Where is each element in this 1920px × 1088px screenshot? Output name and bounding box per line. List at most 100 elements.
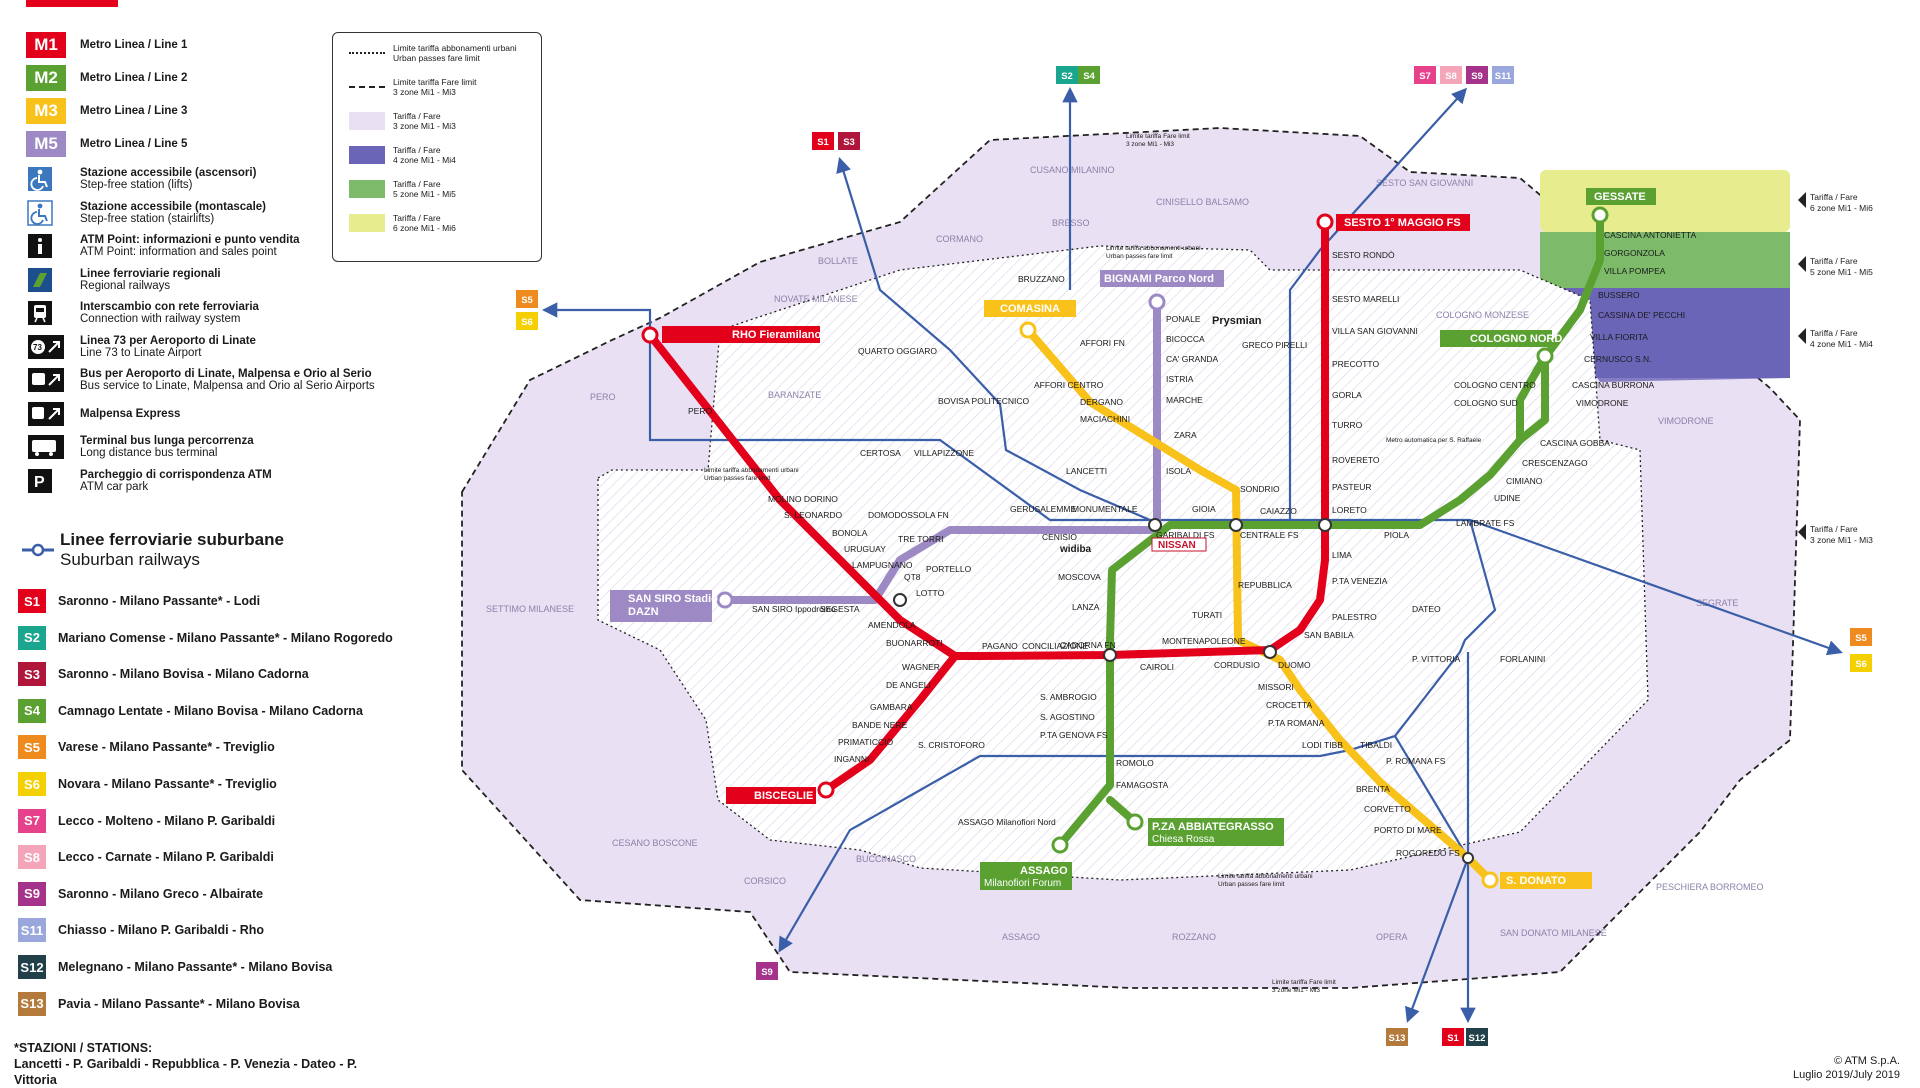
- rail-badge[interactable]: S8: [1440, 66, 1462, 84]
- station-label-m2[interactable]: GORGONZOLA: [1604, 248, 1665, 258]
- station-label-m3[interactable]: CORVETTO: [1364, 804, 1411, 814]
- station-label-rail[interactable]: S. CRISTOFORO: [918, 740, 985, 750]
- station-label-m1[interactable]: PASTEUR: [1332, 482, 1372, 492]
- station-label-m5[interactable]: PORTELLO: [926, 564, 972, 574]
- station-label-m2[interactable]: CASCINA BURRONA: [1572, 380, 1655, 390]
- station-label-m1[interactable]: CAIROLI: [1140, 662, 1174, 672]
- station-label-m2[interactable]: GIOIA: [1192, 504, 1216, 514]
- station-label-m1[interactable]: BUONARROTI: [886, 638, 943, 648]
- station-label-m1[interactable]: PRECOTTO: [1332, 359, 1379, 369]
- station-label-m5[interactable]: PONALE: [1166, 314, 1201, 324]
- station-label-m2[interactable]: COLOGNO SUD: [1454, 398, 1518, 408]
- station-label-m5[interactable]: SEGESTA: [820, 604, 860, 614]
- station-label-m1[interactable]: LIMA: [1332, 550, 1352, 560]
- station-label-m2[interactable]: CRESCENZAGO: [1522, 458, 1588, 468]
- station-label-m3[interactable]: AFFORI CENTRO: [1034, 380, 1104, 390]
- station-label-m1[interactable]: SAN BABILA: [1304, 630, 1354, 640]
- station-label-m2[interactable]: S. AMBROGIO: [1040, 692, 1097, 702]
- station-label-rail[interactable]: CERTOSA: [860, 448, 901, 458]
- station-label-m3[interactable]: MACIACHINI: [1080, 414, 1130, 424]
- station-label-m1[interactable]: SESTO MARELLI: [1332, 294, 1399, 304]
- station-label-m1[interactable]: MOLINO DORINO: [768, 494, 838, 504]
- station-label-m2[interactable]: VIMODRONE: [1576, 398, 1629, 408]
- station-label-m1[interactable]: GAMBARA: [870, 702, 913, 712]
- station-label-m1[interactable]: PERO: [688, 406, 712, 416]
- station-label-m1[interactable]: TURRO: [1332, 420, 1363, 430]
- station-label-m1[interactable]: ROVERETO: [1332, 455, 1380, 465]
- station-label-rail[interactable]: FORLANINI: [1500, 654, 1545, 664]
- interchange-stops[interactable]: [893, 518, 1474, 864]
- station-label-m1[interactable]: WAGNER: [902, 662, 940, 672]
- station-label-m2[interactable]: LAMBRATE FS: [1456, 518, 1515, 528]
- station-label-m1[interactable]: GORLA: [1332, 390, 1362, 400]
- rail-badge[interactable]: S9: [756, 962, 778, 980]
- station-label-m2[interactable]: FAMAGOSTA: [1116, 780, 1169, 790]
- station-label-m3[interactable]: BRENTA: [1356, 784, 1390, 794]
- station-label-m3[interactable]: MONTENAPOLEONE: [1162, 636, 1246, 646]
- station-label-rail[interactable]: LANCETTI: [1066, 466, 1107, 476]
- station-label-m2[interactable]: LANZA: [1072, 602, 1100, 612]
- station-label-rail[interactable]: BOVISA POLITECNICO: [938, 396, 1030, 406]
- station-label-m1[interactable]: AMENDOLA: [868, 620, 916, 630]
- station-label-m3[interactable]: LODI TIBB: [1302, 740, 1343, 750]
- station-label-m5[interactable]: CA' GRANDA: [1166, 354, 1218, 364]
- station-label-m3[interactable]: REPUBBLICA: [1238, 580, 1292, 590]
- station-label-rail[interactable]: P. VITTORIA: [1412, 654, 1461, 664]
- station-label-rail[interactable]: P. ROMANA FS: [1386, 756, 1446, 766]
- station-label-m2[interactable]: CASCINA GOBBA: [1540, 438, 1610, 448]
- station-label-m1[interactable]: CADORNA FN: [1060, 640, 1116, 650]
- station-label-m1[interactable]: URUGUAY: [844, 544, 886, 554]
- station-label-m2[interactable]: S. AGOSTINO: [1040, 712, 1095, 722]
- station-label-m1[interactable]: QT8: [904, 572, 921, 582]
- station-label-m1[interactable]: S. LEONARDO: [784, 510, 842, 520]
- station-label-m5[interactable]: BICOCCA: [1166, 334, 1205, 344]
- station-label-m1[interactable]: DE ANGELI: [886, 680, 931, 690]
- station-label-m2[interactable]: CENTRALE FS: [1240, 530, 1299, 540]
- rail-badge[interactable]: S5: [1850, 628, 1872, 646]
- rail-badge[interactable]: S3: [838, 132, 860, 150]
- station-label-m3[interactable]: PORTO DI MARE: [1374, 825, 1442, 835]
- rail-badge[interactable]: S6: [516, 312, 538, 330]
- station-label-m2[interactable]: PIOLA: [1384, 530, 1409, 540]
- station-label-m3[interactable]: CROCETTA: [1266, 700, 1312, 710]
- rail-badge[interactable]: S11: [1492, 66, 1514, 84]
- station-label-m5[interactable]: ISOLA: [1166, 466, 1191, 476]
- terminal-stops[interactable]: [641, 206, 1609, 889]
- station-label-m2[interactable]: P.TA GENOVA FS: [1040, 730, 1108, 740]
- station-label-m2[interactable]: BUSSERO: [1598, 290, 1640, 300]
- rail-badge[interactable]: S5: [516, 290, 538, 308]
- station-label-m1[interactable]: LAMPUGNANO: [852, 560, 913, 570]
- station-label-m2[interactable]: VILLA FIORITA: [1590, 332, 1648, 342]
- station-label-m5[interactable]: CENISIO: [1042, 532, 1077, 542]
- station-label-m2[interactable]: ASSAGO Milanofiori Nord: [958, 817, 1056, 827]
- station-label-m3[interactable]: AFFORI FN: [1080, 338, 1125, 348]
- station-label-m2[interactable]: CASCINA ANTONIETTA: [1604, 230, 1697, 240]
- station-label-m3[interactable]: ZARA: [1174, 430, 1197, 440]
- rail-badge[interactable]: S4: [1078, 66, 1100, 84]
- rail-badge[interactable]: S6: [1850, 654, 1872, 672]
- station-label-rail[interactable]: GRECO PIRELLI: [1242, 340, 1307, 350]
- station-label-m5[interactable]: SAN SIRO Ippodromo: [752, 604, 836, 614]
- station-label-m1[interactable]: PAGANO: [982, 641, 1018, 651]
- station-label-m5[interactable]: ISTRIA: [1166, 374, 1194, 384]
- station-label-m3[interactable]: TURATI: [1192, 610, 1222, 620]
- station-label-m2[interactable]: CIMIANO: [1506, 476, 1543, 486]
- station-label-m1[interactable]: SESTO RONDÒ: [1332, 250, 1395, 260]
- station-label-m2[interactable]: ROMOLO: [1116, 758, 1154, 768]
- station-label-m2[interactable]: UDINE: [1494, 493, 1521, 503]
- rail-badge[interactable]: S9: [1466, 66, 1488, 84]
- rail-badge[interactable]: S1: [812, 132, 834, 150]
- station-label-m1[interactable]: VILLA SAN GIOVANNI: [1332, 326, 1418, 336]
- station-label-rail[interactable]: VILLAPIZZONE: [914, 448, 974, 458]
- station-label-m1[interactable]: CONCILIAZIONE: [1022, 641, 1088, 651]
- station-label-m3[interactable]: ROGOREDO FS: [1396, 848, 1460, 858]
- station-label-m1[interactable]: DUOMO: [1278, 660, 1311, 670]
- station-label-m3[interactable]: SONDRIO: [1240, 484, 1280, 494]
- suburban-rail-lines[interactable]: [541, 86, 1843, 1024]
- station-label-m2[interactable]: CASSINA DE' PECCHI: [1598, 310, 1685, 320]
- station-label-m1[interactable]: BANDE NERE: [852, 720, 908, 730]
- rail-badge[interactable]: S12: [1466, 1028, 1488, 1046]
- station-label-rail[interactable]: BRUZZANO: [1018, 274, 1065, 284]
